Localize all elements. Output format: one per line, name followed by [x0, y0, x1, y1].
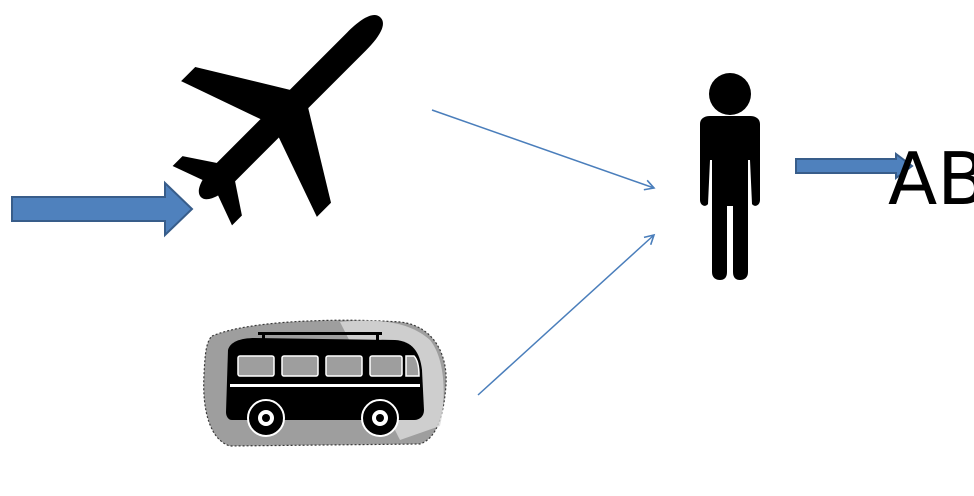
connector-van-to-person — [478, 235, 654, 395]
connector-plane-to-person — [432, 110, 654, 188]
output-label: AB — [888, 143, 974, 215]
input-block-arrow — [12, 183, 192, 235]
person-icon — [700, 73, 760, 280]
van-icon — [204, 320, 446, 446]
airplane-icon — [133, 0, 448, 265]
